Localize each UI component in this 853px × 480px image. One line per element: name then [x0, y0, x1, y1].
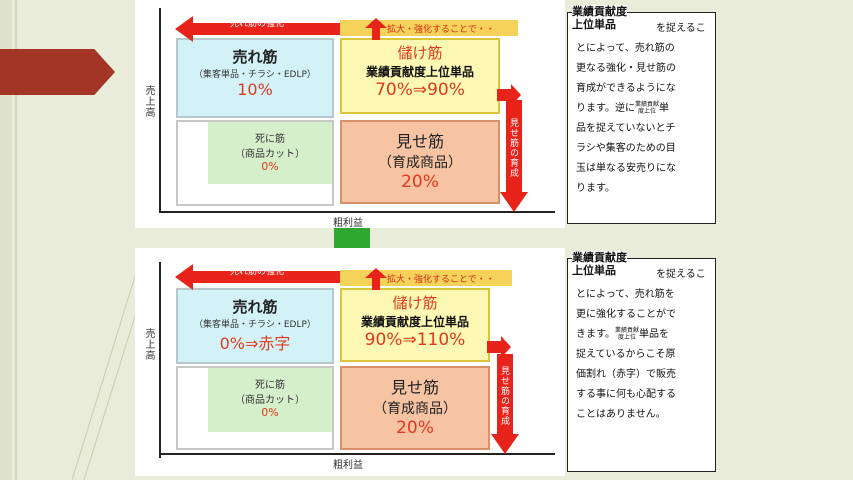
- down-arrow: [500, 100, 528, 212]
- x-axis-line: [159, 453, 555, 455]
- quadrant-moukesuji: 儲け筋 業績貢献度上位単品 70%⇒90%: [340, 38, 500, 114]
- quad-pct: 20%: [396, 418, 434, 438]
- strengthen-arrow: [175, 264, 403, 290]
- quadrant-shinisuji: 死に筋 （商品カット） 0%: [176, 120, 334, 206]
- quad-title: 見せ筋: [390, 378, 439, 397]
- quad-title: 儲け筋: [397, 44, 443, 62]
- expand-bar: [340, 20, 518, 36]
- note-body: を捉えるこ とによって、売れ筋を 更に強化することがで きます。業績貢献度上位単…: [576, 265, 711, 425]
- section-arrow-tab: [0, 49, 115, 95]
- note-line: 更なる強化・見せ筋の: [576, 63, 676, 74]
- note-line: 更に強化することがで: [576, 309, 676, 320]
- quad-sub: （育成商品）: [373, 401, 457, 417]
- note-heading-line1: 業績貢献度: [572, 251, 627, 264]
- note-line: 価割れ（赤字）で販売: [576, 369, 676, 380]
- note-line: 単: [659, 103, 670, 114]
- arrow-label-grow: 見せ筋の育成: [508, 118, 518, 178]
- note-line: 単品を: [639, 329, 670, 340]
- arrow-label-expand: 拡大・強化することで・・: [387, 25, 495, 35]
- note-line: する事に何も心配する: [576, 389, 676, 400]
- quad-inner: 死に筋 （商品カット） 0%: [208, 368, 332, 432]
- quad-pct: 20%: [401, 172, 439, 192]
- quad-title: 売れ筋: [232, 298, 278, 316]
- quad-sub: 業績貢献度上位単品: [365, 65, 474, 79]
- quad-title: 死に筋: [255, 134, 285, 145]
- note-sup-line2: 度上位: [618, 334, 637, 341]
- note-line: 捉えているからこそ原: [576, 349, 676, 360]
- quadrant-moukesuji: 儲け筋 業績貢献度上位単品 90%⇒110%: [340, 288, 490, 362]
- quad-sub: （商品カット）: [235, 149, 305, 160]
- y-axis-line: [159, 8, 161, 212]
- note-line: 品を捉えていないとチ: [576, 123, 676, 134]
- quadrant-urekisuji: 売れ筋 （集客単品・チラシ・EDLP） 0%⇒赤字: [176, 288, 334, 364]
- note-heading: 業績貢献度 上位単品: [572, 251, 627, 277]
- quad-sub: （集客単品・チラシ・EDLP）: [194, 320, 316, 330]
- quad-pct: 10%: [237, 80, 273, 99]
- note-line: ります。: [576, 183, 615, 194]
- arrow-label-strengthen: 売れ筋の強化: [230, 19, 285, 29]
- note-sup: 業績貢献度上位: [615, 327, 639, 341]
- up-arrow: [365, 268, 387, 290]
- note-line-mixed: ります。逆に業績貢献度上位単: [576, 99, 711, 119]
- quad-pct: 0%: [261, 406, 279, 419]
- top-explanation: 業績貢献度 上位単品 を捉えるこ とによって、売れ筋の 更なる強化・見せ筋の 育…: [567, 5, 716, 224]
- note-sup: 業績貢献度上位: [635, 101, 659, 115]
- note-line: ラシや集客のための目: [576, 143, 676, 154]
- expand-bar: [340, 270, 512, 286]
- right-arrow: [487, 336, 511, 358]
- quad-sub: 業績貢献度上位単品: [360, 315, 469, 329]
- bottom-diagram: 売上高 粗利益 売れ筋 （集客単品・チラシ・EDLP） 0%⇒赤字 儲け筋 業績…: [135, 248, 565, 476]
- note-line: を捉えるこ: [656, 269, 706, 280]
- note-line: ことはありません。: [576, 409, 666, 420]
- note-heading-line1: 業績貢献度: [572, 5, 627, 18]
- x-axis-label: 粗利益: [333, 460, 363, 471]
- quad-sub: （商品カット）: [235, 395, 305, 406]
- quad-pct: 70%⇒90%: [375, 80, 465, 100]
- quadrant-shinisuji: 死に筋 （商品カット） 0%: [176, 366, 334, 450]
- note-heading-line2: 上位単品: [572, 264, 616, 277]
- note-heading-line2: 上位単品: [572, 18, 616, 31]
- strengthen-arrow: [175, 16, 403, 42]
- note-sup-line1: 業績貢献: [635, 101, 660, 108]
- quad-sub: （集客単品・チラシ・EDLP）: [194, 70, 316, 80]
- arrow-label-grow: 見せ筋の育成: [499, 366, 509, 426]
- y-axis-line: [159, 262, 161, 458]
- arrow-label-strengthen: 売れ筋の強化: [230, 267, 285, 277]
- quad-inner: 死に筋 （商品カット） 0%: [208, 122, 332, 184]
- quad-pct: 0%: [261, 160, 279, 173]
- quadrant-urekisuji: 売れ筋 （集客単品・チラシ・EDLP） 10%: [176, 38, 334, 118]
- x-axis-line: [159, 211, 555, 213]
- quadrant-misesuji: 見せ筋 （育成商品） 20%: [340, 120, 500, 204]
- note-line: とによって、売れ筋を: [576, 289, 675, 300]
- note-line: を捉えるこ: [656, 23, 706, 34]
- note-line: とによって、売れ筋の: [576, 43, 675, 54]
- y-axis-label: 売上高: [143, 328, 154, 361]
- quadrant-misesuji: 見せ筋 （育成商品） 20%: [340, 366, 490, 450]
- note-line: 育成ができるようにな: [576, 83, 676, 94]
- left-stripe: [0, 0, 12, 480]
- down-arrow: [491, 354, 519, 454]
- quad-title: 見せ筋: [395, 132, 444, 151]
- note-sup-line1: 業績貢献: [615, 327, 640, 334]
- quad-title: 死に筋: [255, 380, 285, 391]
- top-diagram: 売上高 粗利益 売れ筋 （集客単品・チラシ・EDLP） 10% 儲け筋 業績貢献…: [135, 0, 565, 229]
- arrow-label-expand: 拡大・強化することで・・: [387, 275, 495, 285]
- quad-sub: （育成商品）: [378, 155, 462, 171]
- note-heading: 業績貢献度 上位単品: [572, 5, 627, 31]
- quad-pct: 90%⇒110%: [364, 330, 466, 350]
- bottom-explanation: 業績貢献度 上位単品 を捉えるこ とによって、売れ筋を 更に強化することがで き…: [567, 251, 716, 472]
- x-axis-label: 粗利益: [333, 218, 363, 229]
- note-line: 玉は単なる安売りにな: [576, 163, 676, 174]
- up-arrow: [365, 18, 387, 40]
- quad-pct: 0%⇒赤字: [219, 334, 291, 353]
- y-axis-label: 売上高: [143, 85, 154, 118]
- quad-title: 売れ筋: [232, 48, 278, 66]
- note-line: きます。: [576, 329, 615, 340]
- note-line-mixed: きます。業績貢献度上位単品を: [576, 325, 711, 345]
- note-sup-line2: 度上位: [638, 108, 657, 115]
- quad-title: 儲け筋: [392, 294, 438, 312]
- note-line: ります。逆に: [576, 103, 635, 114]
- note-body: を捉えるこ とによって、売れ筋の 更なる強化・見せ筋の 育成ができるようにな り…: [576, 19, 711, 199]
